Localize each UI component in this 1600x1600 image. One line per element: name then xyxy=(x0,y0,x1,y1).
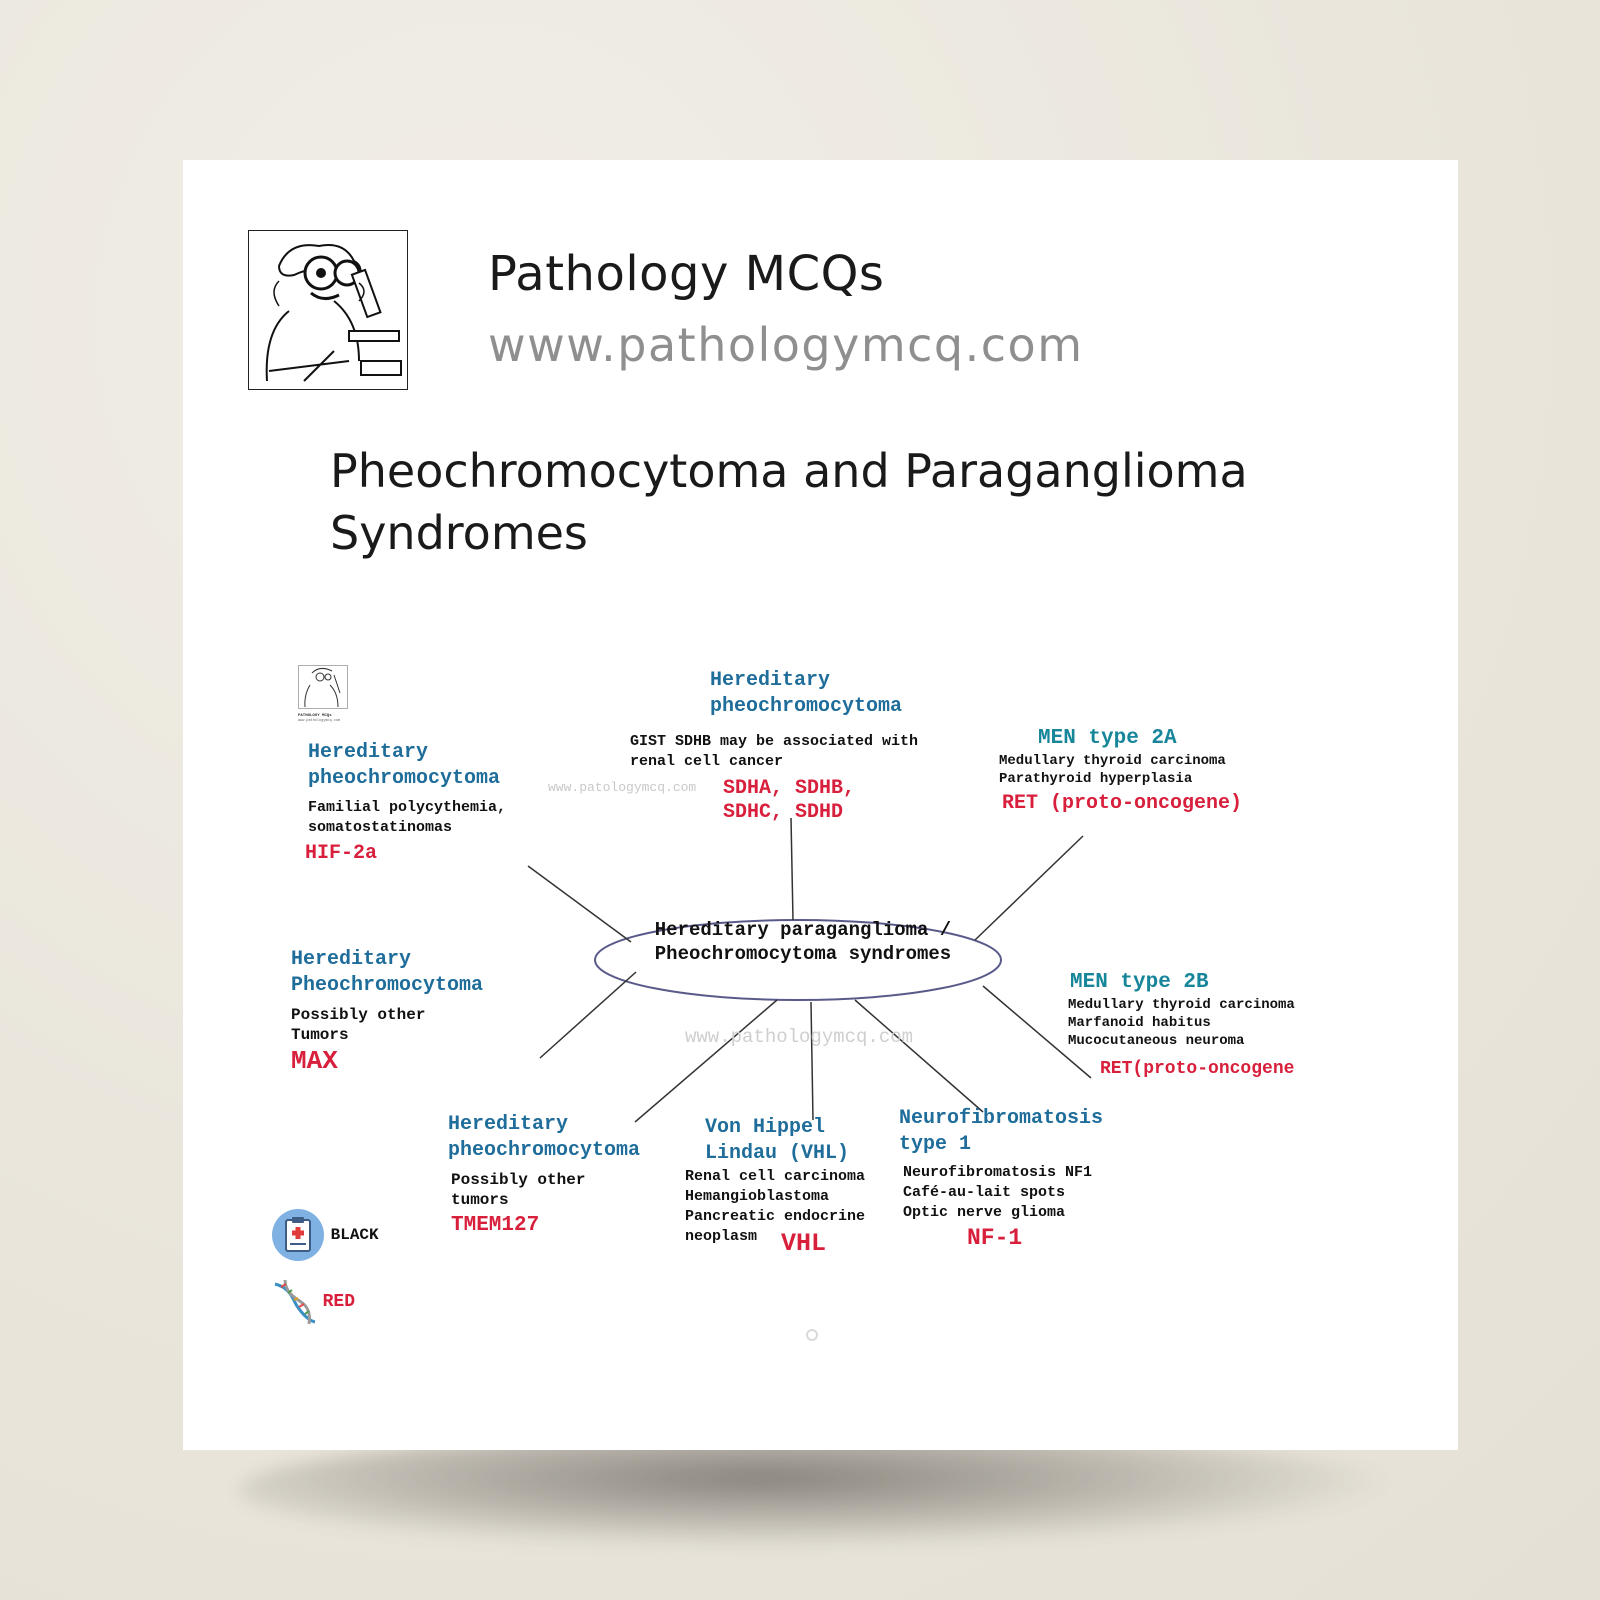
node-sdh-desc-1: GIST SDHB may be associated with xyxy=(630,733,919,750)
node-vhl-gene: VHL xyxy=(781,1229,827,1258)
node-max: Hereditary Pheochromocytoma Possibly oth… xyxy=(291,947,484,1076)
node-max-heading-1: Hereditary xyxy=(291,948,412,971)
node-sdh-heading: Hereditary pheochromocytoma xyxy=(710,668,902,720)
node-vhl-desc-2: Hemangioblastoma xyxy=(685,1188,830,1205)
dna-icon xyxy=(274,1279,316,1325)
brand-title: Pathology MCQs xyxy=(488,246,885,302)
line-vhl xyxy=(810,1001,814,1121)
node-sdh-desc: GIST SDHB may be associated with renal c… xyxy=(630,732,918,772)
node-men2b-gene: RET(proto-oncogene xyxy=(1100,1059,1295,1079)
node-max-desc-2: Tumors xyxy=(291,1026,349,1044)
node-hif-heading-1: Hereditary xyxy=(308,741,429,764)
legend-red-label: RED xyxy=(322,1292,356,1312)
node-max-gene: MAX xyxy=(291,1046,338,1076)
node-tmem-desc-1: Possibly other xyxy=(451,1171,586,1189)
node-vhl-desc-4: neoplasm xyxy=(685,1228,758,1245)
pathologist-logo xyxy=(248,230,408,390)
node-hif-gene: HIF-2a xyxy=(305,842,378,865)
node-men2a-desc: Medullary thyroid carcinoma Parathyroid … xyxy=(999,752,1242,816)
node-men2a-desc-2: Parathyroid hyperplasia xyxy=(999,771,1193,787)
node-sdh-genes: SDHA, SDHB, SDHC, SDHD xyxy=(723,777,855,825)
center-ellipse xyxy=(594,919,1002,1001)
line-sdh xyxy=(790,817,794,921)
node-men2b-desc-2: Marfanoid habitus xyxy=(1068,1015,1211,1031)
node-hif-heading-2: pheochromocytoma xyxy=(308,767,501,790)
line-tmem xyxy=(634,999,778,1123)
loading-icon xyxy=(806,1329,818,1341)
node-sdh-heading-1: Hereditary xyxy=(710,669,831,692)
line-men2b xyxy=(982,985,1092,1079)
node-vhl-desc-3: Pancreatic endocrine xyxy=(685,1208,866,1225)
legend-black-label: BLACK xyxy=(330,1226,379,1244)
legend-black: BLACK xyxy=(271,1208,379,1262)
node-men2b-desc: Medullary thyroid carcinoma Marfanoid ha… xyxy=(1068,996,1295,1050)
node-tmem-desc-2: tumors xyxy=(451,1191,509,1209)
node-sdh-desc-2: renal cell cancer xyxy=(630,753,784,770)
node-men2b-desc-1: Medullary thyroid carcinoma xyxy=(1068,997,1295,1013)
node-tmem-heading-1: Hereditary xyxy=(448,1113,569,1136)
legend-red: RED xyxy=(271,1278,355,1326)
mini-logo-title: PATHOLOGY MCQs xyxy=(298,714,332,718)
node-nf1-heading-1: Neurofibromatosis xyxy=(899,1107,1104,1130)
node-sdh-heading-2: pheochromocytoma xyxy=(710,695,903,718)
node-vhl-gene-wrap: VHL xyxy=(781,1229,827,1258)
mini-logo: PATHOLOGY MCQs www.pathologymcq.com xyxy=(298,665,348,725)
node-sdh-gene-2: SDHC, SDHD xyxy=(723,801,844,824)
line-max xyxy=(539,971,637,1059)
node-vhl-desc: Renal cell carcinoma Hemangioblastoma Pa… xyxy=(685,1167,865,1247)
node-tmem: Hereditary pheochromocytoma Possibly oth… xyxy=(448,1112,640,1238)
node-nf1-desc-1: Neurofibromatosis NF1 xyxy=(903,1164,1093,1181)
line-men2a xyxy=(974,835,1084,941)
line-hif xyxy=(527,865,632,943)
node-hif: Hereditary pheochromocytoma Familial pol… xyxy=(305,740,507,866)
node-vhl-desc-1: Renal cell carcinoma xyxy=(685,1168,866,1185)
node-hif-desc-1: Familial polycythemia, xyxy=(308,799,507,816)
mini-logo-url: www.pathologymcq.com xyxy=(298,719,341,723)
center-node: Hereditary paraganglioma / Pheochromocyt… xyxy=(613,918,993,966)
node-nf1-gene-wrap: NF-1 xyxy=(967,1226,1022,1250)
node-men2a-heading: MEN type 2A xyxy=(1038,727,1177,750)
node-men2a-gene: RET (proto-oncogene) xyxy=(1002,792,1243,815)
node-nf1-heading-2: type 1 xyxy=(899,1133,972,1156)
node-vhl-heading-1: Von Hippel xyxy=(705,1116,826,1139)
brand-url[interactable]: www.pathologymcq.com xyxy=(488,318,1084,372)
node-men2b-desc-3: Mucocutaneous neuroma xyxy=(1068,1033,1245,1049)
page-title: Pheochromocytoma and Paraganglioma Syndr… xyxy=(330,444,1248,560)
node-men2a-desc-1: Medullary thyroid carcinoma xyxy=(999,753,1226,769)
poster-card: Pathology MCQs www.pathologymcq.com Pheo… xyxy=(183,160,1458,1450)
node-sdh-gene-1: SDHA, SDHB, xyxy=(723,777,856,800)
node-men2b-gene-wrap: RET(proto-oncogene xyxy=(1100,1057,1294,1081)
line-nf1 xyxy=(854,999,984,1113)
card-shadow xyxy=(240,1430,1400,1550)
node-max-heading-2: Pheochromocytoma xyxy=(291,974,484,997)
node-nf1-gene: NF-1 xyxy=(967,1225,1023,1251)
node-tmem-gene: TMEM127 xyxy=(451,1214,540,1237)
node-max-desc-1: Possibly other xyxy=(291,1006,426,1024)
connector-lines xyxy=(527,817,1092,1123)
node-tmem-heading-2: pheochromocytoma xyxy=(448,1139,641,1162)
node-hif-desc-2: somatostatinomas xyxy=(308,819,453,836)
node-nf1-desc-2: Café-au-lait spots xyxy=(903,1184,1066,1201)
node-nf1-heading: Neurofibromatosis type 1 xyxy=(899,1106,1103,1158)
center-line-2: Pheochromocytoma syndromes xyxy=(654,943,952,965)
center-line-1: Hereditary paraganglioma / xyxy=(654,919,952,941)
watermark-small: www.patologymcq.com xyxy=(548,780,697,795)
clipboard-icon xyxy=(272,1209,324,1261)
node-vhl-heading-2: Lindau (VHL) xyxy=(705,1142,850,1165)
node-men2b-heading: MEN type 2B xyxy=(1070,971,1209,994)
node-nf1-desc: Neurofibromatosis NF1 Café-au-lait spots… xyxy=(903,1163,1092,1223)
watermark-large: www.pathologymcq.com xyxy=(685,1026,914,1048)
node-vhl-heading: Von Hippel Lindau (VHL) xyxy=(705,1115,849,1167)
node-nf1-desc-3: Optic nerve glioma xyxy=(903,1204,1066,1221)
